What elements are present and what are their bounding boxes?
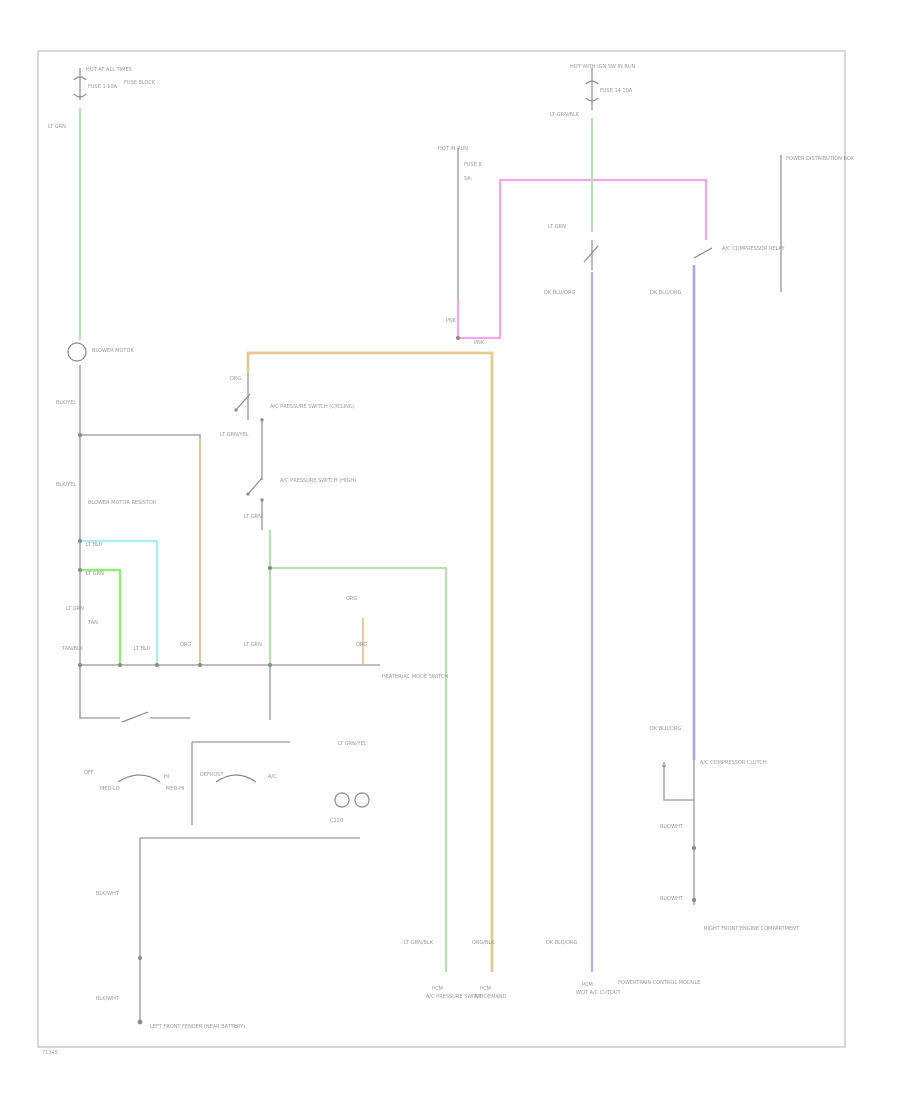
label-relay-2: A/C PRESSURE SWITCH (HIGH) bbox=[280, 478, 356, 484]
label-top-center-source: HOT WITH IGN SW IN RUN bbox=[570, 64, 635, 70]
pressure-switch-2 bbox=[247, 477, 263, 495]
wire-light-green bbox=[82, 568, 122, 664]
label-right-wire-a: DK BLU/ORG bbox=[544, 290, 575, 296]
label-right-wire-b: DK BLU/ORG bbox=[650, 290, 681, 296]
label-bottom-ground-desc: LEFT FRONT FENDER (NEAR BATTERY) bbox=[150, 1024, 245, 1030]
label-pcm-wire-2: ORG/BLK bbox=[472, 940, 495, 946]
label-cyan-wire: LT BLU bbox=[86, 542, 103, 548]
wire-branch-left bbox=[80, 434, 201, 665]
label-defrost-switch: DEFROST bbox=[200, 772, 224, 778]
label-top-left-wire: LT GRN bbox=[48, 124, 66, 130]
label-pcm-2: PCM bbox=[480, 986, 491, 992]
label-blower-switch-2: HI bbox=[164, 774, 169, 780]
label-right-relay: A/C COMPRESSOR RELAY bbox=[722, 246, 785, 252]
labels: HOT AT ALL TIMES FUSE 1 10A FUSE BLOCK L… bbox=[42, 64, 854, 1056]
label-relay-1-wire-b: ORG bbox=[230, 376, 241, 382]
label-pcm-2-desc: A/C DEMAND bbox=[474, 994, 507, 1000]
label-blower-switch-3: MED-LO bbox=[100, 786, 120, 792]
label-ground-b: BLK/WHT bbox=[660, 896, 684, 902]
connector-circle-2 bbox=[354, 792, 370, 808]
label-green-wire: LT GRN bbox=[86, 571, 104, 577]
label-small-right: PNK bbox=[474, 340, 485, 346]
wires bbox=[78, 68, 782, 1022]
label-top-left-fuse-name: FUSE 1 10A bbox=[88, 84, 118, 90]
label-compressor-wire: DK BLU/ORG bbox=[650, 726, 681, 732]
label-pcm-wire-1: LT GRN/BLK bbox=[404, 940, 434, 946]
label-compressor-clutch: A/C COMPRESSOR CLUTCH bbox=[700, 760, 767, 766]
label-relay-1: A/C PRESSURE SWITCH (CYCLING) bbox=[270, 404, 355, 410]
label-top-left-fuse-source: HOT AT ALL TIMES bbox=[86, 67, 132, 73]
label-resistor-wire-b: TAN bbox=[87, 620, 98, 626]
label-blower-switch-4: MED-HI bbox=[166, 786, 184, 792]
label-bottom-mid-wire: LT GRN bbox=[244, 642, 262, 648]
label-blower-resistor-wire: BLK/YEL bbox=[56, 482, 76, 488]
label-pcm-3-desc: WOT A/C CUTOUT bbox=[576, 990, 622, 996]
label-blower-motor: BLOWER MOTOR bbox=[92, 348, 134, 354]
label-bottom-ground-2: BLK/WHT bbox=[96, 996, 120, 1002]
label-pcm-3-note: POWERTRAIN CONTROL MODULE bbox=[618, 980, 700, 986]
label-blower-resistor: BLOWER MOTOR RESISTOR bbox=[88, 500, 157, 506]
label-top-center-wire: LT GRN/BLK bbox=[550, 112, 580, 118]
label-bottom-ground-1: BLK/WHT bbox=[96, 891, 120, 897]
label-center-small: LT GRN/YEL bbox=[338, 741, 367, 747]
label-mode-switch: HEATER/AC MODE SWITCH bbox=[382, 674, 448, 680]
label-pcm-1: PCM bbox=[432, 986, 443, 992]
label-left-wire-a: LT GRN bbox=[548, 224, 566, 230]
wire-pink bbox=[456, 178, 708, 340]
label-bottom-left-wire-b: LT BLU bbox=[134, 646, 151, 652]
blower-motor-symbol bbox=[67, 342, 87, 362]
label-blower-switch-1: OFF bbox=[84, 770, 94, 776]
wire-cyan bbox=[82, 539, 159, 664]
label-relay-1-wire: LT GRN/YEL bbox=[220, 432, 249, 438]
label-mid-center-fuse-amp: 5A bbox=[464, 176, 471, 182]
wire-orange bbox=[246, 351, 494, 972]
label-orange-small-b: ORG bbox=[356, 642, 367, 648]
label-ac-switch: A/C bbox=[268, 774, 277, 780]
label-small-left: PNK bbox=[446, 318, 457, 324]
label-right-ground-desc: RIGHT FRONT ENGINE COMPARTMENT bbox=[704, 926, 800, 932]
relay-switch-1 bbox=[583, 245, 599, 263]
label-relay-2-wire: LT GRN bbox=[244, 514, 262, 520]
label-orange-small: ORG bbox=[346, 596, 357, 602]
label-bottom-left-wire-c: ORG bbox=[180, 642, 191, 648]
label-center-connector: C220 bbox=[330, 818, 343, 824]
label-bottom-left-wire: TAN/BLK bbox=[61, 646, 84, 652]
label-top-center-fuse: FUSE 14 10A bbox=[600, 88, 633, 94]
relay-switch-2 bbox=[693, 247, 713, 259]
connector-circle-1 bbox=[334, 792, 350, 808]
label-pcm-wire-3: DK BLU/ORG bbox=[546, 940, 577, 946]
label-ground-a: BLK/WHT bbox=[660, 824, 684, 830]
symbols bbox=[67, 76, 713, 1025]
label-mid-center-fuse: FUSE 8 bbox=[464, 162, 482, 168]
diagram-frame bbox=[37, 50, 846, 1048]
pressure-switch-1 bbox=[235, 393, 251, 411]
label-mid-center-source: HOT IN RUN bbox=[438, 146, 468, 152]
label-pcm-3: PCM bbox=[582, 982, 593, 988]
footer-code: 71345 bbox=[42, 1050, 58, 1056]
wire-pcm-green bbox=[270, 566, 448, 972]
label-blower-wire: BLK/YEL bbox=[56, 400, 76, 406]
label-right-box-title: POWER DISTRIBUTION BOX bbox=[786, 156, 854, 162]
label-top-left-fuse-box: FUSE BLOCK bbox=[124, 80, 156, 86]
label-pcm-1-desc: A/C PRESSURE SWITCH bbox=[426, 994, 484, 1000]
label-resistor-wire-a: LT GRN bbox=[66, 606, 84, 612]
